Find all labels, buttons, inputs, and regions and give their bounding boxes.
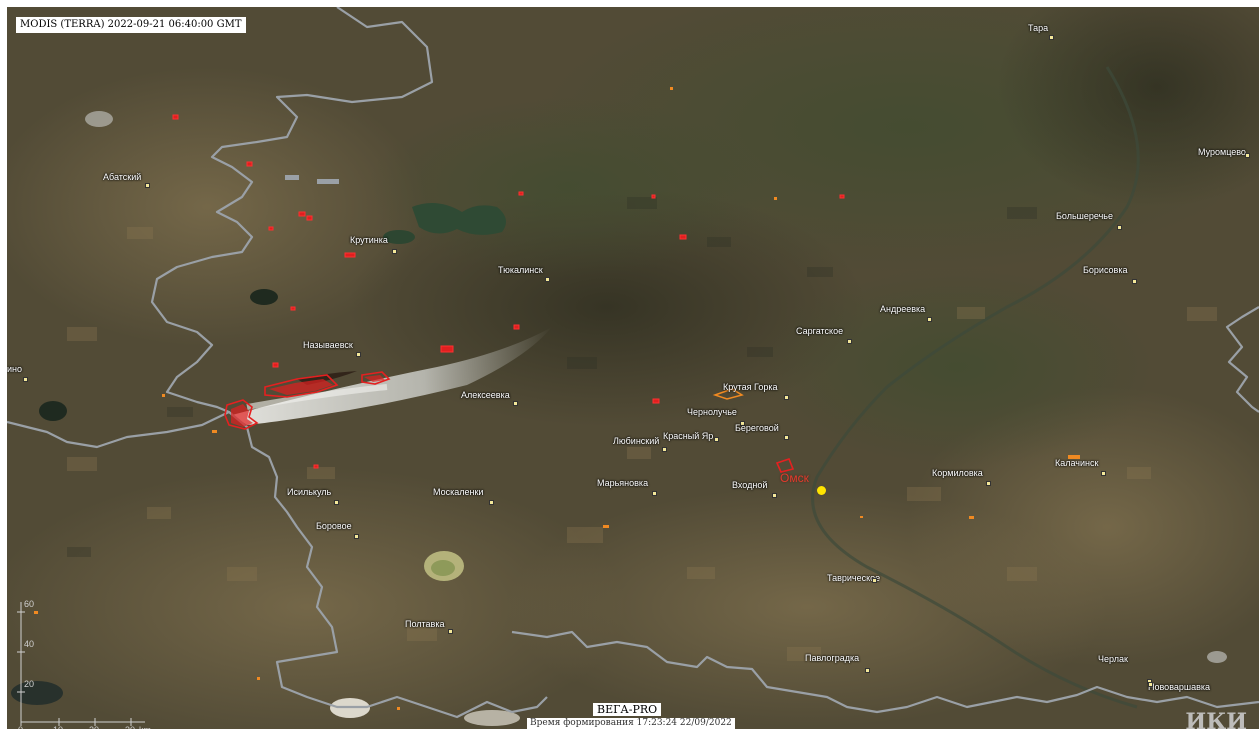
vega-pro-title: ВЕГА-PRO <box>593 703 662 716</box>
place-label: Алексеевка <box>461 390 510 400</box>
place-label: Любинский <box>613 436 660 446</box>
scale-lat-label: 40 <box>24 639 35 649</box>
iki-logo: ИКИ <box>1185 709 1247 729</box>
settlement-marker-icon <box>784 435 789 440</box>
satellite-imagery <box>7 7 1259 729</box>
settlement-marker-icon <box>392 249 397 254</box>
settlement-marker-icon <box>872 578 877 583</box>
scale-tick-label: 0 <box>18 725 23 729</box>
scale-bar: 60 40 20 0 10 20 30 km <box>15 599 155 729</box>
place-label: Калачинск <box>1055 458 1099 468</box>
settlement-marker-icon <box>354 534 359 539</box>
place-label: Саргатское <box>796 326 844 336</box>
place-label: Тюкалинск <box>498 265 543 275</box>
scale-tick-label: 20 <box>89 725 99 729</box>
settlement-marker-icon <box>1101 471 1106 476</box>
settlement-marker-icon <box>356 352 361 357</box>
settlement-marker-icon <box>23 377 28 382</box>
settlement-marker-icon <box>847 339 852 344</box>
settlement-marker-icon <box>145 183 150 188</box>
scale-bar-graphic <box>17 602 145 726</box>
place-label: Омск <box>780 471 809 485</box>
place-label: Красный Яр <box>663 431 714 441</box>
place-label: Таврическое <box>827 573 881 583</box>
settlement-marker-icon <box>986 481 991 486</box>
settlement-marker-icon <box>927 317 932 322</box>
place-label: Боровое <box>316 521 352 531</box>
scale-lat-label: 60 <box>24 599 35 609</box>
scale-tick-label: 10 <box>53 725 63 729</box>
settlement-marker-icon <box>772 493 777 498</box>
satellite-title: MODIS (TERRA) 2022-09-21 06:40:00 GMT <box>16 17 246 33</box>
settlement-marker-icon <box>1148 682 1153 687</box>
settlement-marker-icon <box>1132 279 1137 284</box>
settlement-marker-icon <box>1117 225 1122 230</box>
generation-timestamp: Время формирования 17:23:24 22/09/2022 <box>527 718 735 729</box>
place-label: Черлак <box>1098 654 1128 664</box>
settlement-marker-icon <box>1049 35 1054 40</box>
settlement-marker-icon <box>662 447 667 452</box>
settlement-marker-icon <box>334 500 339 505</box>
place-label: Марьяновка <box>597 478 649 488</box>
city-marker-icon <box>817 486 826 495</box>
place-label: Борисовка <box>1083 265 1128 275</box>
settlement-marker-icon <box>1245 153 1250 158</box>
place-label: Чернолучье <box>687 407 737 417</box>
settlement-marker-icon <box>740 421 745 426</box>
settlement-marker-icon <box>865 668 870 673</box>
place-label: Крутая Горка <box>723 382 778 392</box>
place-label: Называевск <box>303 340 353 350</box>
settlement-marker-icon <box>448 629 453 634</box>
settlement-marker-icon <box>652 491 657 496</box>
settlement-marker-icon <box>489 500 494 505</box>
place-label: Абатский <box>103 172 142 182</box>
place-label: Павлоградка <box>805 653 860 663</box>
place-label: Кормиловка <box>932 468 983 478</box>
settlement-marker-icon <box>513 401 518 406</box>
place-label: Входной <box>732 480 768 490</box>
settlement-marker-icon <box>784 395 789 400</box>
settlement-marker-icon <box>714 437 719 442</box>
place-label: Большеречье <box>1056 211 1113 221</box>
place-label: Нововаршавка <box>1148 682 1211 692</box>
place-label: Тара <box>1028 23 1049 33</box>
scale-unit-label: km <box>139 725 151 729</box>
place-label: Полтавка <box>405 619 445 629</box>
place-label: Исилькуль <box>287 487 332 497</box>
place-label: Андреевка <box>880 304 926 314</box>
satellite-map[interactable]: MODIS (TERRA) 2022-09-21 06:40:00 GMT Та… <box>7 7 1259 729</box>
place-label: ино <box>7 364 23 374</box>
place-label: Москаленки <box>433 487 484 497</box>
settlement-marker-icon <box>545 277 550 282</box>
place-label: Береговой <box>735 423 779 433</box>
scale-tick-label: 30 <box>125 725 135 729</box>
scale-lat-label: 20 <box>24 679 35 689</box>
place-label: Крутинка <box>350 235 388 245</box>
place-label: Муромцево <box>1198 147 1246 157</box>
